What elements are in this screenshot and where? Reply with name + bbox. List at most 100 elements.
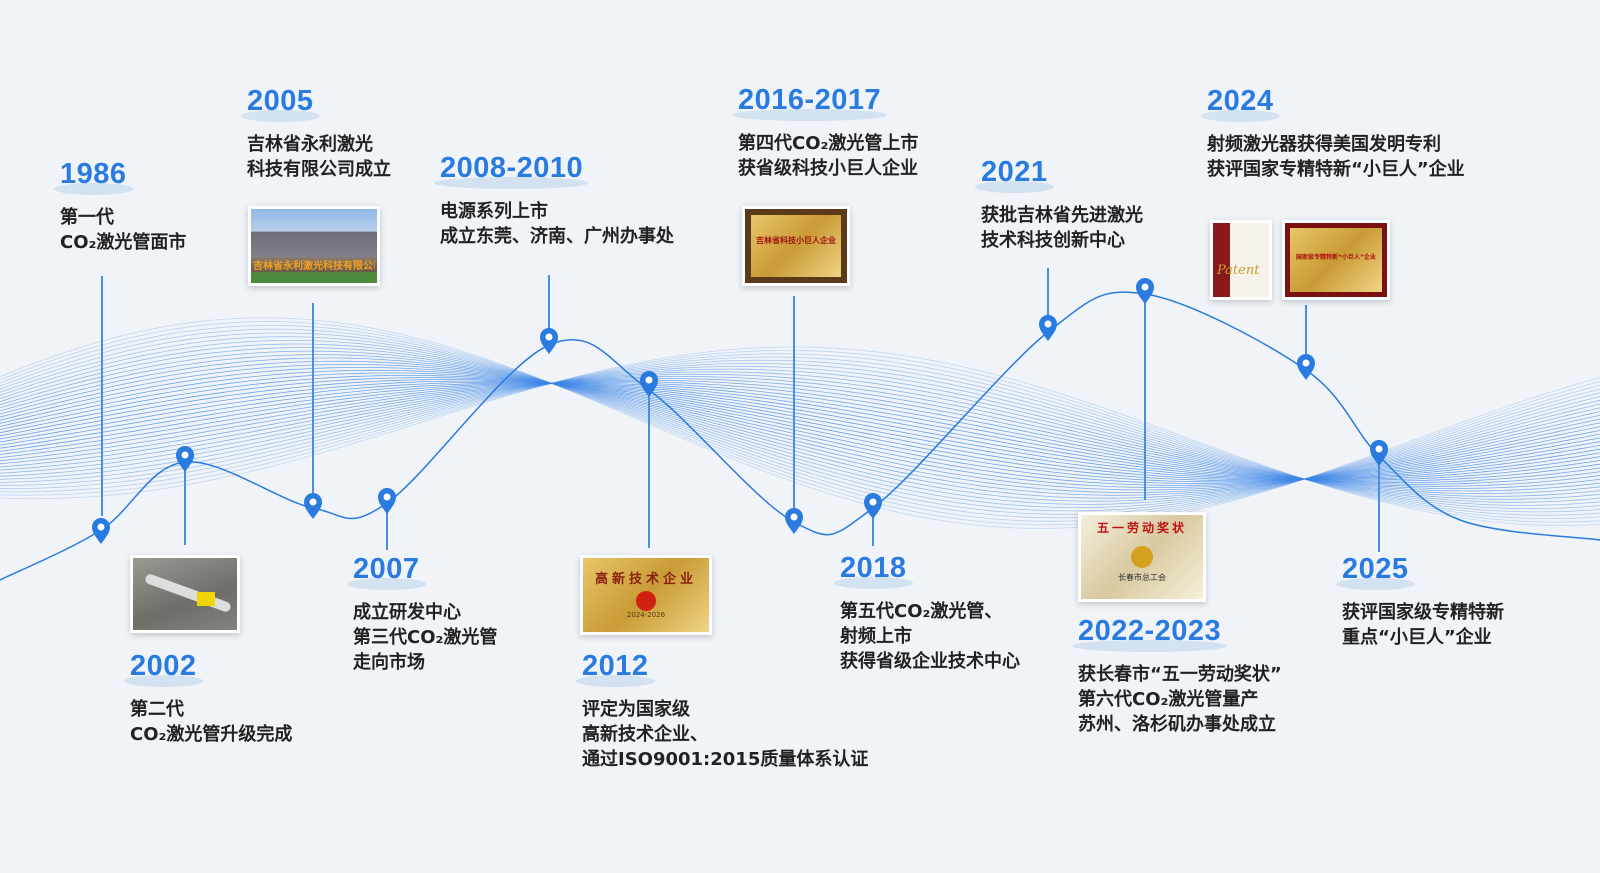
connector-line [1047,268,1049,318]
wave-line [0,371,1600,500]
us-patent-certificate: Patent [1210,220,1272,300]
desc-line: 第一代 [60,207,114,228]
location-pin-icon [176,446,194,472]
desc-line: 成立研发中心 [353,602,461,623]
event-description: 第四代CO₂激光管上市获省级科技小巨人企业 [738,131,918,181]
laser-tube-photo [130,555,240,633]
wave-line [0,343,1600,505]
company-building-photo: 吉林省永利激光科技有限公司 [248,206,380,286]
event-year: 2018 [834,552,912,589]
wave-line [0,360,1600,491]
wave-line [0,336,1600,512]
plaque-title: 国家级专精特新“小巨人”企业 [1290,228,1382,292]
event-year: 2002 [124,650,202,687]
wave-line [0,356,1600,516]
location-pin-icon [378,488,396,514]
desc-line: 重点“小巨人”企业 [1342,627,1492,648]
wave-line [0,372,1600,483]
desc-line: CO₂激光管升级完成 [130,724,293,745]
plaque-title: 吉林省科技小巨人企业 [751,215,841,277]
patent-text: Patent [1217,263,1260,278]
plaque-title: 五一劳动奖状 [1096,521,1187,535]
desc-line: 射频激光器获得美国发明专利 [1207,134,1441,155]
event-year: 2022-2023 [1071,615,1228,652]
event-description: 射频激光器获得美国发明专利获评国家专精特新“小巨人”企业 [1207,132,1465,182]
plaque-issuer: 长春市总工会 [1118,573,1166,582]
desc-line: 苏州、洛杉矶办事处成立 [1078,714,1276,735]
desc-line: 获评国家级专精特新 [1342,602,1504,623]
desc-line: 科技有限公司成立 [247,159,391,180]
event-description: 评定为国家级高新技术企业、通过ISO9001:2015质量体系认证 [582,697,868,772]
small-giant-plaque: 吉林省科技小巨人企业 [742,206,850,286]
connector-line [793,296,795,508]
desc-line: 评定为国家级 [582,699,690,720]
desc-line: 射频上市 [840,626,912,647]
wave-line [0,366,1600,486]
event-2024: 2024 射频激光器获得美国发明专利获评国家专精特新“小巨人”企业 [1201,85,1465,182]
desc-line: 获批吉林省先进激光 [981,205,1143,226]
wave-line [0,347,1600,502]
wave-line [0,380,1600,480]
wave-line [0,368,1600,503]
wave-line [0,317,1600,529]
wave-line [0,353,1600,519]
wave-line [0,340,1600,508]
event-2022-2023: 2022-2023 获长春市“五一劳动奖状” 第六代CO₂激光管量产苏州、洛杉矶办… [1071,615,1282,737]
location-pin-icon [864,493,882,519]
event-description: 第二代 CO₂激光管升级完成 [130,697,292,747]
event-year: 2005 [241,85,319,122]
wave-line [0,369,1600,484]
desc-line: 第二代 [130,699,184,720]
location-pin-icon [304,493,322,519]
event-year: 2007 [347,553,425,590]
desc-line: 获长春市“五一劳动奖状” [1078,664,1282,685]
desc-line: 第六代CO₂激光管量产 [1078,689,1259,710]
event-2008-2010: 2008-2010 电源系列上市成立东莞、济南、广州办事处 [433,152,674,249]
connector-line [312,303,314,493]
event-year: 1986 [54,158,132,195]
desc-line: 第三代CO₂激光管 [353,627,498,648]
desc-line: 第五代CO₂激光管、 [840,601,1003,622]
wave-line [0,362,1600,509]
event-2002: 2002 第二代 CO₂激光管升级完成 [124,650,292,747]
wave-line [0,382,1600,482]
location-pin-icon [540,328,558,354]
wave-line [0,382,1600,481]
wave-line [0,375,1600,481]
wave-line [0,382,1600,485]
wave-line [0,359,1600,513]
connector-line [1378,462,1380,552]
national-small-giant-plaque: 国家级专精特新“小巨人”企业 [1282,220,1390,300]
location-pin-icon [785,508,803,534]
wave-line [0,381,1600,480]
desc-line: 第四代CO₂激光管上市 [738,133,919,154]
event-description: 获长春市“五一劳动奖状” 第六代CO₂激光管量产苏州、洛杉矶办事处成立 [1078,662,1282,737]
location-pin-icon [640,371,658,397]
event-year: 2021 [975,156,1053,193]
wave-line [0,328,1600,519]
location-pin-icon [1370,440,1388,466]
event-2016-2017: 2016-2017 第四代CO₂激光管上市获省级科技小巨人企业 [731,84,918,181]
desc-line: 获评国家专精特新“小巨人”企业 [1207,159,1465,180]
event-year: 2008-2010 [433,152,590,189]
location-pin-icon [1039,315,1057,341]
building-sign: 吉林省永利激光科技有限公司 [253,261,375,272]
event-description: 电源系列上市成立东莞、济南、广州办事处 [440,199,674,249]
event-2018: 2018 第五代CO₂激光管、射频上市获得省级企业技术中心 [834,552,1020,674]
wave-line [0,382,1600,484]
location-pin-icon [1136,278,1154,304]
connector-line [1144,300,1146,500]
plaque-title: 高新技术企业 [594,572,697,587]
wave-line [0,378,1600,492]
connector-line [184,470,186,545]
event-description: 获评国家级专精特新重点“小巨人”企业 [1342,600,1504,650]
event-description: 第五代CO₂激光管、射频上市获得省级企业技术中心 [840,599,1020,674]
desc-line: 高新技术企业、 [582,724,708,745]
event-description: 获批吉林省先进激光技术科技创新中心 [981,203,1143,253]
wave-line [0,346,1600,527]
event-2005: 2005 吉林省永利激光科技有限公司成立 [241,85,391,182]
wave-line [0,364,1600,488]
event-year: 2024 [1201,85,1279,122]
